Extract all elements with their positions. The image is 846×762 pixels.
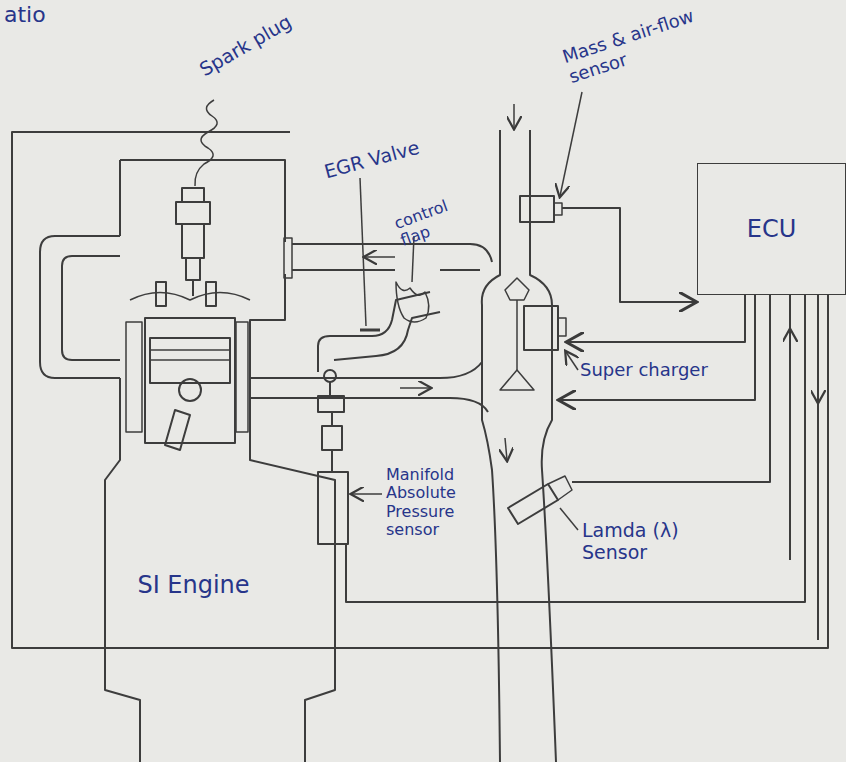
spark-plug	[182, 188, 204, 202]
leader-line	[566, 352, 578, 370]
wire	[568, 295, 745, 342]
wire	[789, 295, 791, 560]
part-label: Mass & air-flow sensor	[560, 0, 744, 87]
part-label: control flap	[392, 188, 482, 251]
wire	[12, 132, 828, 648]
valve	[156, 282, 166, 306]
piston-pin	[179, 379, 201, 401]
node-text: ECU	[747, 215, 797, 244]
part-label: EGR Valve	[322, 128, 453, 183]
engine-label-box: SI Engine	[125, 545, 262, 625]
part-label: Manifold Absolute Pressure sensor	[386, 466, 491, 540]
exhaust-loop	[40, 236, 120, 378]
leader-line	[560, 508, 578, 530]
air-pipe	[482, 130, 500, 762]
lambda-sensor	[508, 484, 558, 524]
cut-text: atio	[4, 2, 74, 27]
node-text: SI Engine	[137, 571, 249, 600]
duct	[250, 362, 482, 378]
piston	[150, 338, 230, 383]
control-flap	[396, 282, 429, 322]
wire	[817, 295, 819, 640]
valve	[206, 282, 216, 306]
flange	[284, 238, 292, 278]
cylinder-wall	[126, 322, 142, 432]
exhaust-loop	[62, 256, 120, 360]
ecu-box: ECU	[697, 163, 846, 295]
intake-runner	[292, 269, 480, 271]
part-label: Lamda (λ) Sensor	[582, 520, 732, 564]
leader-line	[195, 100, 217, 186]
wire	[562, 208, 695, 302]
leader-line	[560, 92, 582, 196]
intake-runner	[292, 244, 492, 262]
wire	[560, 295, 755, 400]
wire	[572, 295, 770, 482]
egr-valve	[360, 329, 380, 332]
air-pipe	[530, 130, 556, 762]
wire	[346, 295, 805, 602]
engine-outline	[105, 160, 335, 762]
connecting-rod	[165, 410, 190, 450]
supercharger	[524, 306, 558, 350]
duct	[250, 398, 488, 412]
leader-line	[360, 178, 366, 326]
part-label: Spark plug	[196, 0, 328, 81]
cylinder	[145, 318, 235, 443]
leader-line	[352, 493, 382, 495]
maf-sensor	[520, 196, 554, 222]
part-label: Super charger	[580, 360, 730, 381]
cylinder-wall	[236, 322, 248, 432]
map-sensor	[324, 370, 336, 382]
